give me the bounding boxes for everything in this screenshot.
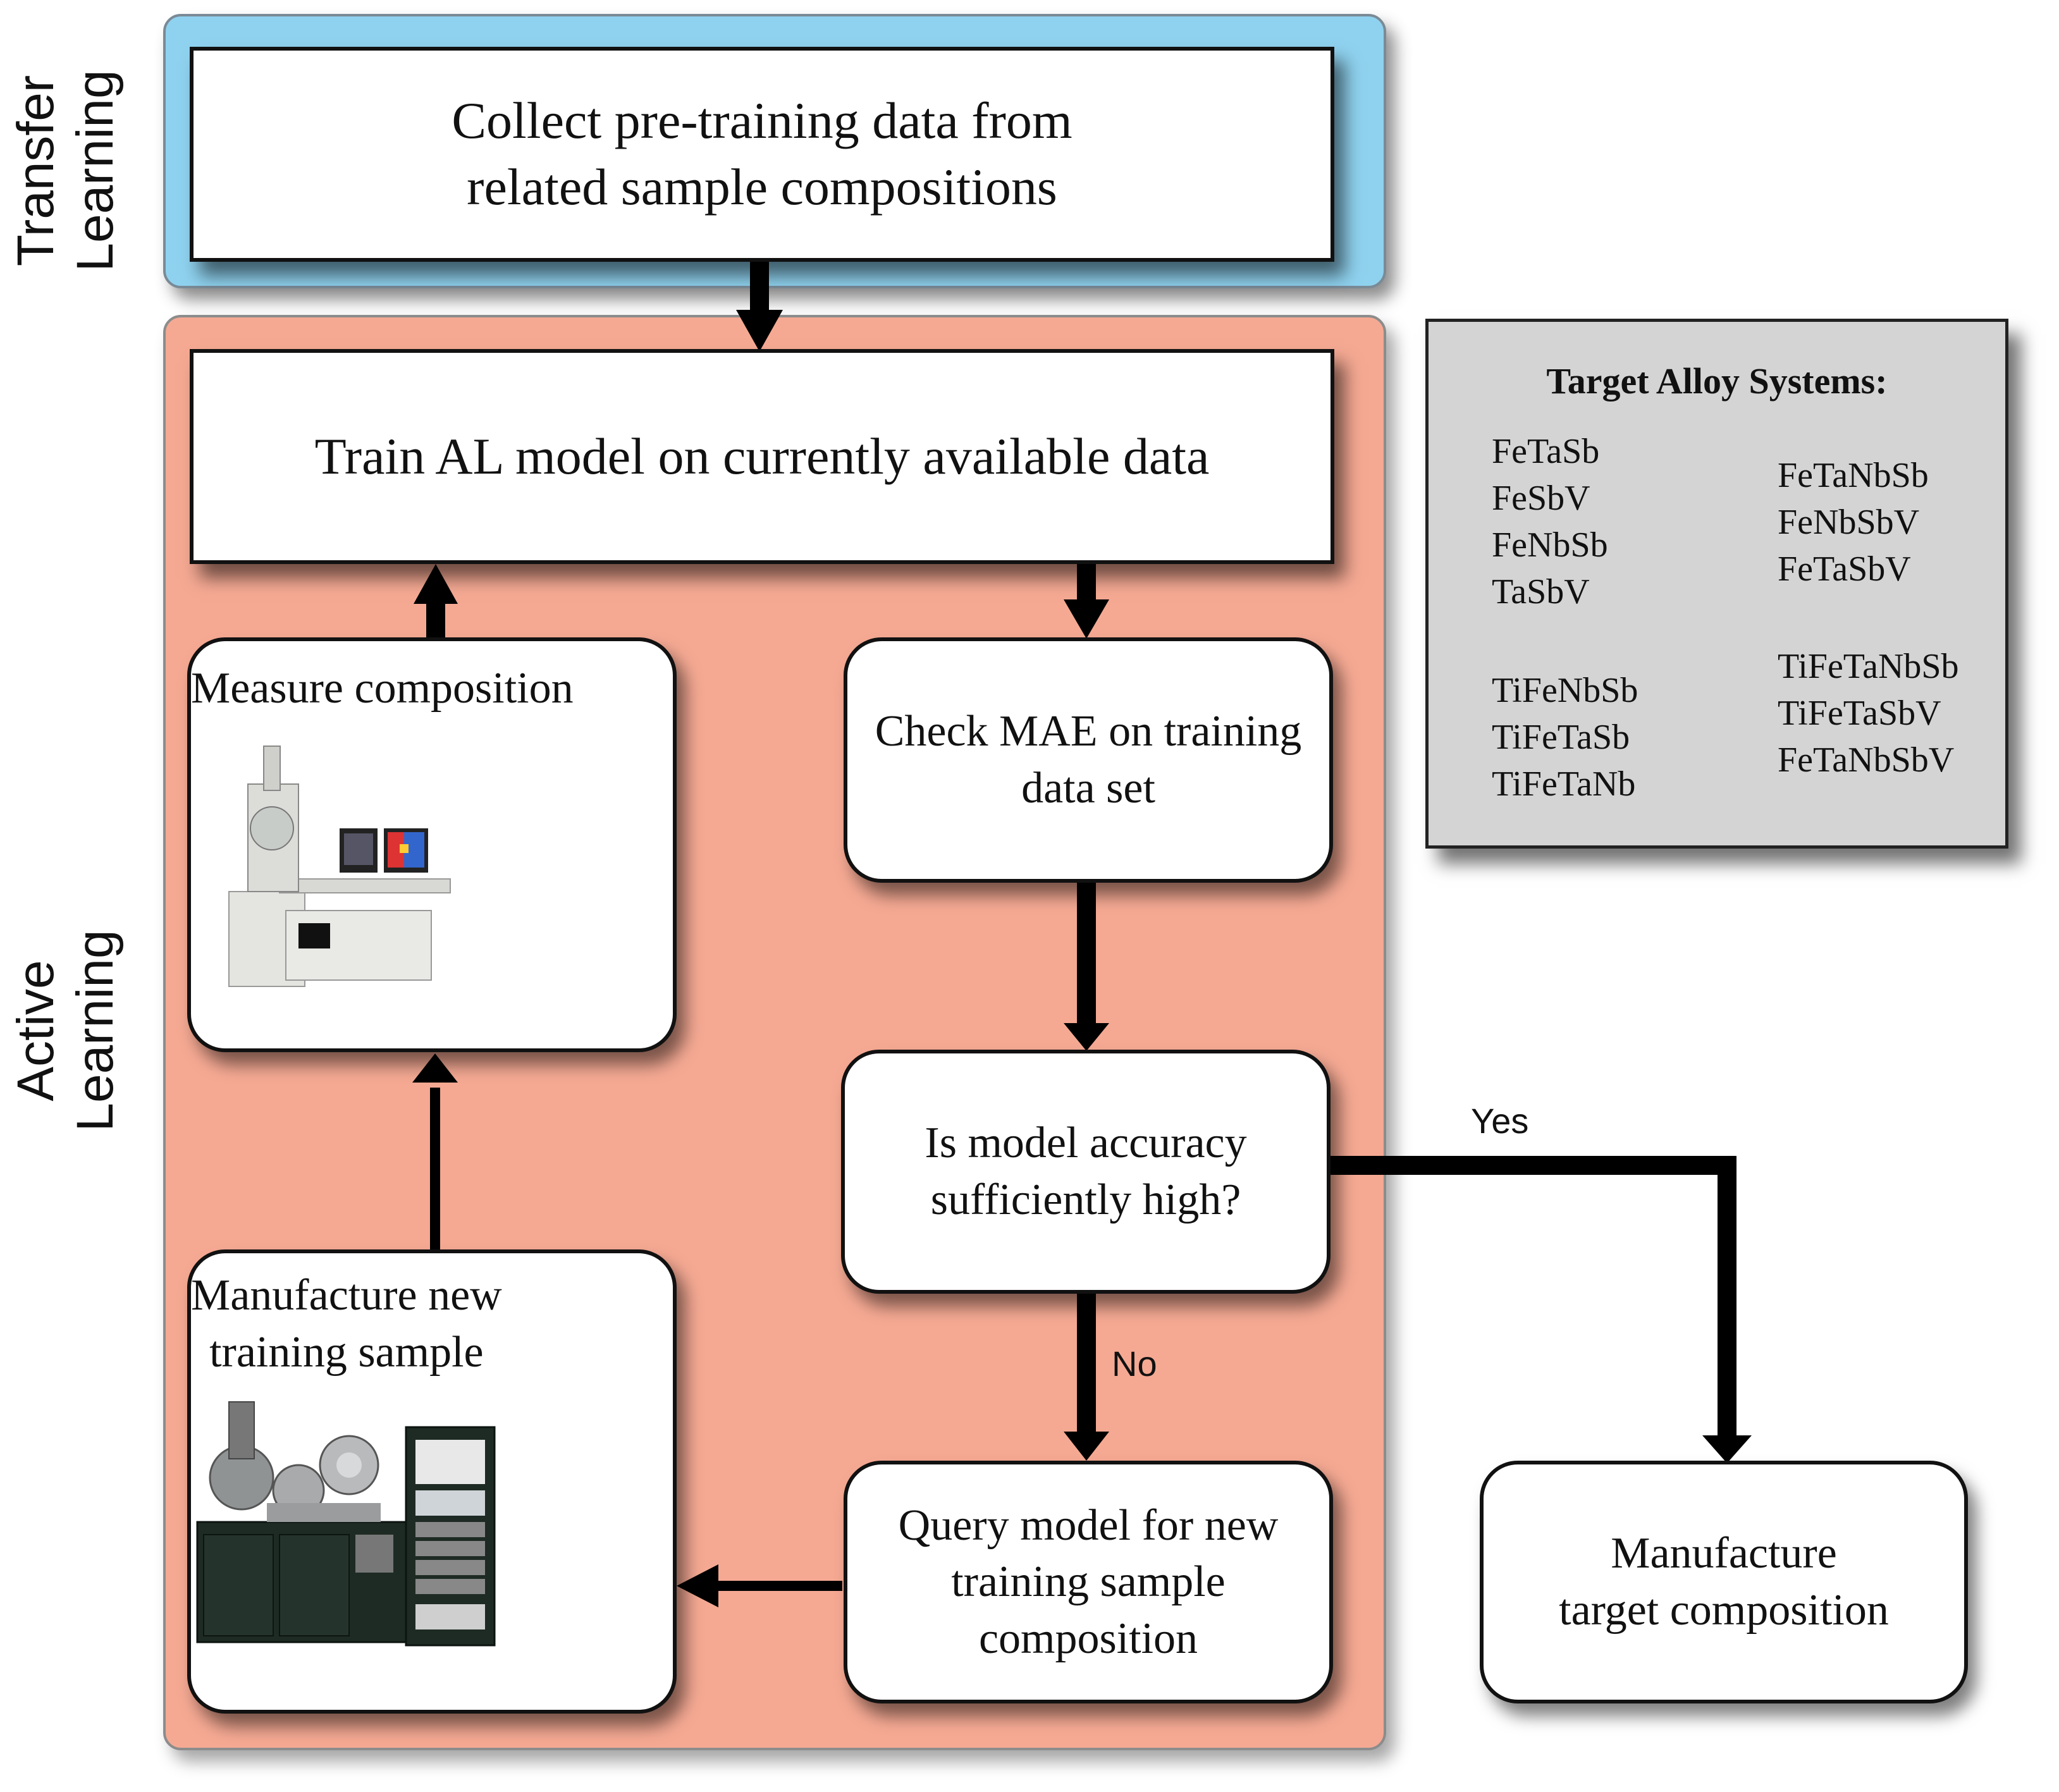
arrow-collect-to-train-shaft xyxy=(750,259,769,315)
alloy-col2-group1: FeTaNbSb FeNbSbV FeTaSbV xyxy=(1778,452,1929,592)
arrow-measure-to-train-shaft xyxy=(426,601,445,640)
arrow-check-to-accuracy-head xyxy=(1064,1023,1109,1051)
train-model-text: Train AL model on currently available da… xyxy=(314,427,1210,485)
collect-pretraining-text: Collect pre-training data from related s… xyxy=(452,92,1073,216)
alloy-item: TiFeTaNbSb xyxy=(1778,647,1959,686)
alloy-item: TaSbV xyxy=(1492,572,1590,611)
alloy-item: TiFeNbSb xyxy=(1492,671,1638,710)
measure-composition-text: Measure composition xyxy=(191,664,574,713)
query-model-box: Query model for new training sample comp… xyxy=(844,1461,1333,1703)
no-label: No xyxy=(1112,1344,1157,1384)
yes-label: Yes xyxy=(1471,1101,1529,1141)
target-alloy-title: Target Alloy Systems: xyxy=(1546,360,1888,402)
arrow-train-to-check-head xyxy=(1064,599,1109,639)
manufacture-target-box: Manufacture target composition xyxy=(1480,1461,1968,1703)
arrow-check-to-accuracy-shaft xyxy=(1077,881,1096,1024)
check-mae-box: Check MAE on training data set xyxy=(844,637,1333,883)
arrow-query-to-manufacture-shaft xyxy=(715,1581,842,1591)
arrow-yes-horizontal xyxy=(1328,1156,1736,1175)
arrow-train-to-check-shaft xyxy=(1077,562,1096,601)
alloy-item: FeTaNbSbV xyxy=(1778,740,1955,780)
alloy-item: FeSbV xyxy=(1492,479,1590,518)
alloy-item: FeNbSb xyxy=(1492,525,1608,565)
collect-pretraining-box: Collect pre-training data from related s… xyxy=(190,47,1334,262)
arrow-yes-head xyxy=(1702,1435,1752,1463)
target-alloy-panel: Target Alloy Systems: FeTaSb FeSbV FeNbS… xyxy=(1425,319,2008,849)
alloy-item: TiFeTaSb xyxy=(1492,718,1630,757)
manufacture-training-box: Manufacture new training sample xyxy=(187,1249,677,1714)
arrow-yes-vertical xyxy=(1718,1156,1736,1440)
alloy-item: FeTaSbV xyxy=(1778,549,1911,589)
alloy-item: TiFeTaNb xyxy=(1492,764,1636,804)
alloy-item: FeTaNbSb xyxy=(1778,456,1929,495)
train-model-box: Train AL model on currently available da… xyxy=(190,349,1334,564)
arrow-no-head xyxy=(1064,1432,1109,1461)
manufacture-training-text: Manufacture new training sample xyxy=(191,1271,502,1377)
alloy-item: TiFeTaSbV xyxy=(1778,694,1941,733)
electron-microscope-photo xyxy=(228,745,451,987)
arrow-manufacture-to-measure-shaft xyxy=(430,1088,440,1249)
manufacture-target-text: Manufacture target composition xyxy=(1559,1529,1889,1635)
accuracy-decision-text: Is model accuracy sufficiently high? xyxy=(925,1119,1247,1224)
measure-composition-box: Measure composition xyxy=(187,637,677,1052)
arrow-manufacture-to-measure-head xyxy=(412,1053,458,1083)
check-mae-text: Check MAE on training data set xyxy=(875,707,1302,813)
alloy-item: FeNbSbV xyxy=(1778,503,1920,542)
deposition-system-photo xyxy=(196,1401,496,1647)
accuracy-decision-box: Is model accuracy sufficiently high? xyxy=(841,1050,1331,1294)
query-model-text: Query model for new training sample comp… xyxy=(898,1500,1279,1663)
alloy-item: FeTaSb xyxy=(1492,432,1600,471)
alloy-col1-group2: TiFeNbSb TiFeTaSb TiFeTaNb xyxy=(1492,667,1638,807)
arrow-no-shaft xyxy=(1077,1292,1096,1433)
arrow-measure-to-train-head xyxy=(414,564,458,604)
alloy-col2-group2: TiFeTaNbSb TiFeTaSbV FeTaNbSbV xyxy=(1778,643,1959,783)
arrow-query-to-manufacture-head xyxy=(677,1564,718,1607)
arrow-collect-to-train-head xyxy=(736,310,783,352)
alloy-col1-group1: FeTaSb FeSbV FeNbSb TaSbV xyxy=(1492,428,1608,615)
